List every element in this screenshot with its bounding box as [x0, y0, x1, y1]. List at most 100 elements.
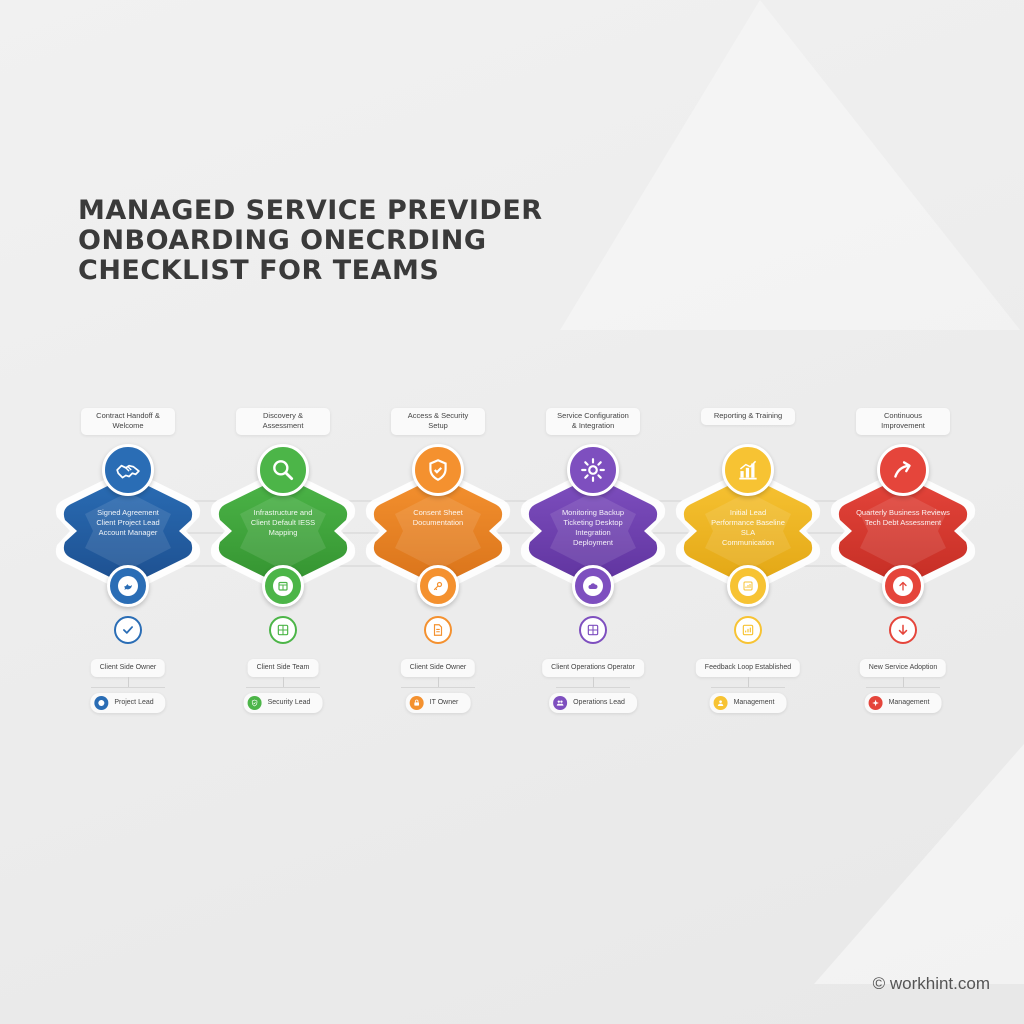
watermark: © workhint.com [872, 974, 990, 993]
phase-label: Continuous Improvement [856, 408, 950, 435]
chart-card-icon [741, 623, 755, 637]
role-dot [713, 696, 728, 710]
owner-connector [903, 677, 904, 687]
step-icon-badge [102, 444, 154, 496]
page-title: MANAGED SERVICE PREVIDER ONBOARDING ONEC… [78, 196, 543, 286]
role-tag: Management [864, 693, 942, 713]
step-action-badge[interactable] [107, 565, 149, 607]
step-action-inner [738, 576, 758, 596]
cloud-icon [587, 580, 599, 592]
step-card [373, 476, 503, 586]
step-detail-line: Communication [721, 538, 775, 547]
step-card [218, 476, 348, 586]
step-status-indicator[interactable] [734, 616, 762, 644]
step-icon-badge [257, 444, 309, 496]
search-icon [270, 457, 296, 483]
role-dot [247, 696, 262, 710]
step-card [683, 476, 813, 586]
owner-connector-horizontal [246, 687, 320, 688]
step-action-badge[interactable] [572, 565, 614, 607]
role-dot [94, 696, 109, 710]
step-action-badge[interactable] [417, 565, 459, 607]
step-detail-line: Ticketing Desktop [563, 518, 623, 527]
step-status-indicator[interactable] [579, 616, 607, 644]
step-card [528, 476, 658, 586]
step-card [63, 476, 193, 586]
step-detail-line: Client Default IESS [250, 518, 316, 527]
step-detail-line: SLA [740, 528, 756, 537]
owner-connector-horizontal [866, 687, 940, 688]
step-card [838, 476, 968, 586]
step-detail-line: Initial Lead [729, 508, 767, 517]
step-detail-line: Infrastructure and [253, 508, 313, 517]
role-tag: IT Owner [405, 693, 471, 713]
phase-label: Discovery & Assessment [236, 408, 330, 435]
gear-icon [580, 457, 606, 483]
step-detail-line: Quarterly Business Reviews [856, 508, 950, 517]
arrow-down-icon [896, 623, 910, 637]
sparkle-icon [872, 699, 880, 707]
role-dot [553, 696, 568, 710]
step-icon-badge [567, 444, 619, 496]
shield-icon [425, 457, 451, 483]
owner-connector [128, 677, 129, 687]
step-action-badge[interactable] [262, 565, 304, 607]
step-detail-line: Mapping [268, 528, 298, 537]
role-label: Project Lead [114, 699, 154, 706]
trend-up-icon [890, 457, 916, 483]
calendar-icon [277, 580, 289, 592]
step-detail-line: Consent Sheet [413, 508, 463, 517]
owner-connector [748, 677, 749, 687]
owner-label: Client Side Owner [90, 659, 166, 677]
role-label: Operations Lead [573, 699, 625, 706]
step-action-badge[interactable] [882, 565, 924, 607]
owner-connector [593, 677, 594, 687]
role-dot [868, 696, 883, 710]
globe-icon [97, 699, 105, 707]
owner-connector-horizontal [401, 687, 475, 688]
phase-label: Reporting & Training [701, 408, 795, 425]
role-dot [409, 696, 424, 710]
chart-card-icon [742, 580, 754, 592]
role-label: Management [733, 699, 775, 706]
step-action-inner [428, 576, 448, 596]
checkmark-icon [121, 623, 135, 637]
step-status-indicator[interactable] [424, 616, 452, 644]
step-detail-line: Account Manager [98, 528, 158, 537]
step-detail-line: Integration [575, 528, 611, 537]
step-status-indicator[interactable] [889, 616, 917, 644]
step-action-badge[interactable] [727, 565, 769, 607]
title-line-3: CHECKLIST FOR TEAMS [78, 255, 440, 286]
step-action-inner [273, 576, 293, 596]
grid-doc-icon [276, 623, 290, 637]
step-detail-line: Tech Debt Assessment [864, 518, 942, 527]
owner-connector [438, 677, 439, 687]
arrow-up-icon [897, 580, 909, 592]
owner-label: New Service Adoption [859, 659, 947, 677]
step-action-inner [583, 576, 603, 596]
role-tag: Management [709, 693, 787, 713]
person-icon [717, 699, 725, 707]
owner-label: Feedback Loop Established [695, 659, 801, 677]
step-status-indicator[interactable] [269, 616, 297, 644]
step-detail-line: Signed Agreement [97, 508, 159, 517]
step-detail-line: Monitoring Backup [561, 508, 625, 517]
step-status-indicator[interactable] [114, 616, 142, 644]
title-line-1: MANAGED SERVICE PREVIDER [78, 195, 543, 226]
role-tag: Operations Lead [549, 693, 637, 713]
step-icon-badge [722, 444, 774, 496]
lock-icon [413, 699, 421, 707]
phase-label: Contract Handoff & Welcome [81, 408, 175, 435]
role-label: IT Owner [429, 699, 459, 706]
